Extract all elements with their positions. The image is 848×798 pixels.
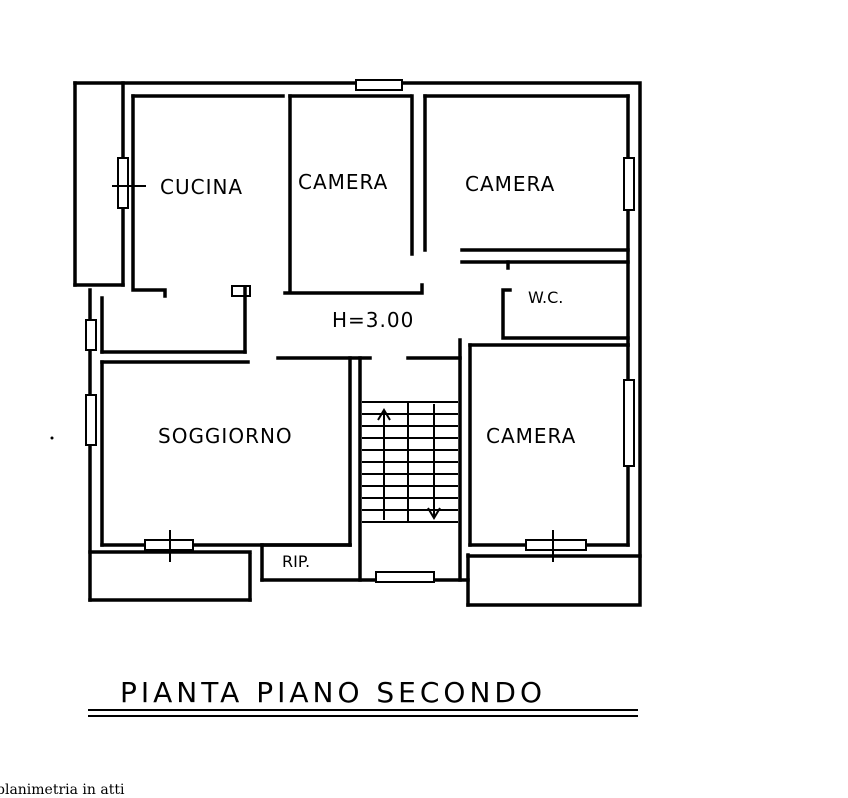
stray-dot: [50, 436, 54, 440]
inner-walls: [100, 94, 630, 582]
caption-text: planimetria in atti: [0, 782, 125, 798]
stairs: [362, 401, 458, 523]
room-label-camera-3: CAMERA: [486, 424, 576, 448]
room-label-camera-1: CAMERA: [298, 170, 388, 194]
room-label-cucina: CUCINA: [160, 175, 243, 199]
room-label-camera-2: CAMERA: [465, 172, 555, 196]
windows: [85, 79, 635, 583]
room-label-wc: W.C.: [528, 288, 563, 307]
ceiling-height-label: H=3.00: [332, 308, 414, 332]
plan-title: PIANTA PIANO SECONDO: [120, 676, 546, 709]
room-label-soggiorno: SOGGIORNO: [158, 424, 293, 448]
room-label-ripostiglio: RIP.: [282, 552, 310, 571]
